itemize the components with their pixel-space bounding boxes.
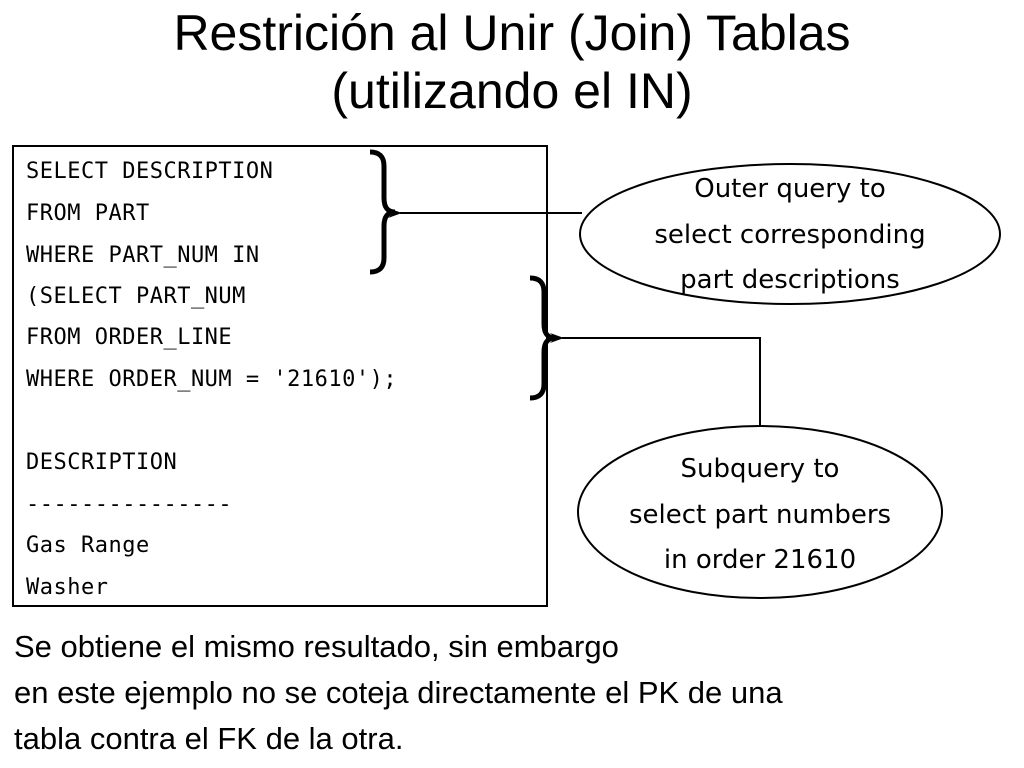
result-row-2: Washer <box>26 575 109 600</box>
code-line-3: WHERE PART_NUM IN <box>26 243 260 268</box>
outer-query-brace <box>369 149 396 275</box>
subquery-callout-line-3: in order 21610 <box>664 545 856 575</box>
code-line-6: WHERE ORDER_NUM = '21610'); <box>26 367 398 392</box>
subquery-brace <box>529 275 556 401</box>
result-separator: --------------- <box>26 492 233 517</box>
outer-callout-line-1: Outer query to <box>694 174 886 204</box>
caption-line-1: Se obtiene el mismo resultado, sin embar… <box>14 629 619 664</box>
caption-line-2: en este ejemplo no se coteja directament… <box>14 675 783 710</box>
code-line-4: (SELECT PART_NUM <box>26 284 246 309</box>
outer-query-callout <box>579 163 1001 305</box>
slide-title-line-1: Restrición al Unir (Join) Tablas <box>173 5 851 61</box>
code-line-2: FROM PART <box>26 201 150 226</box>
subquery-callout-line-2: select part numbers <box>629 500 891 530</box>
slide-title-line-2: (utilizando el IN) <box>331 63 693 119</box>
slide-caption: Se obtiene el mismo resultado, sin embar… <box>14 624 1019 762</box>
outer-callout-line-3: part descriptions <box>680 265 900 295</box>
outer-callout-line-2: select corresponding <box>654 220 925 250</box>
slide-title: Restrición al Unir (Join) Tablas (utiliz… <box>0 4 1024 120</box>
subquery-callout-line-1: Subquery to <box>681 454 840 484</box>
subquery-arrow <box>550 333 761 426</box>
caption-line-3: tabla contra el FK de la otra. <box>14 721 404 756</box>
sql-code-panel: SELECT DESCRIPTION FROM PART WHERE PART_… <box>12 145 548 607</box>
subquery-callout <box>577 425 943 599</box>
code-line-1: SELECT DESCRIPTION <box>26 159 274 184</box>
code-line-5: FROM ORDER_LINE <box>26 325 233 350</box>
result-row-1: Gas Range <box>26 533 150 558</box>
result-header: DESCRIPTION <box>26 450 178 475</box>
